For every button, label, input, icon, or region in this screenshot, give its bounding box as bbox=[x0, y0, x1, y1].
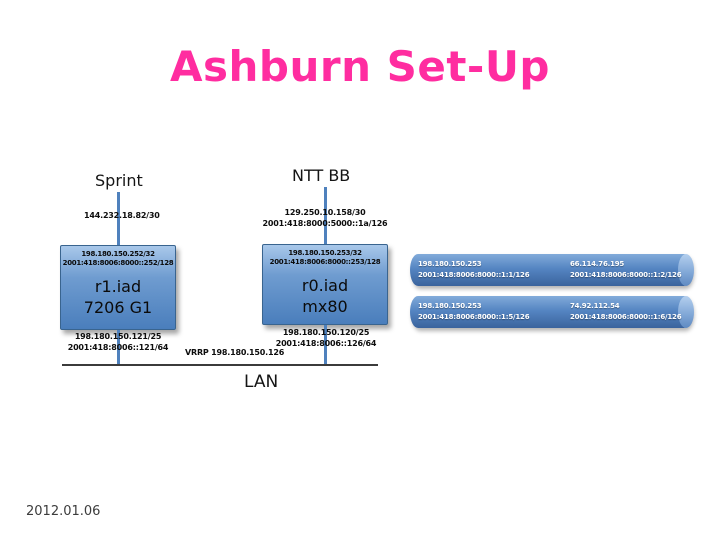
router-r0-hostname: r0.iad bbox=[301, 275, 349, 295]
r1-lan-ipv4: 198.180.150.121/25 bbox=[74, 332, 162, 341]
router-r0-loopback-v4: 198.180.150.253/32 bbox=[288, 249, 362, 257]
r1-lan-ip: 198.180.150.121/25 2001:418:8006::121/64 bbox=[62, 332, 174, 354]
tunnel-1-left-v4: 198.180.150.253 bbox=[418, 260, 482, 268]
router-r0-loopbacks: 198.180.150.253/32 2001:418:8006:8000::2… bbox=[263, 245, 387, 268]
slide-title: Ashburn Set-Up bbox=[169, 42, 551, 91]
tunnel-1-left-endpoint: 198.180.150.253 2001:418:8006:8000::1:1/… bbox=[418, 259, 530, 280]
lan-bus-line bbox=[62, 364, 378, 366]
r1-lan-ipv6: 2001:418:8006::121/64 bbox=[67, 342, 169, 352]
r0-lan-ipv6: 2001:418:8006::126/64 bbox=[275, 338, 377, 348]
tunnel-cylinder-1: 198.180.150.253 2001:418:8006:8000::1:1/… bbox=[410, 254, 694, 286]
slide-date: 2012.01.06 bbox=[26, 504, 101, 519]
router-r0-loopback-v6: 2001:418:8006:8000::253/128 bbox=[269, 258, 381, 267]
cylinder-end-cap bbox=[678, 254, 694, 286]
sprint-label: Sprint bbox=[95, 171, 143, 190]
cylinder-end-cap bbox=[678, 296, 694, 328]
r0-lan-ipv4: 198.180.150.120/25 bbox=[282, 328, 370, 337]
sprint-link-ip: 144.232.18.82/30 bbox=[84, 211, 160, 220]
tunnel-2-left-endpoint: 198.180.150.253 2001:418:8006:8000::1:5/… bbox=[418, 301, 530, 322]
router-r1-loopback-v4: 198.180.150.252/32 bbox=[81, 250, 155, 258]
ntt-link-ipv4: 129.250.10.158/30 bbox=[284, 208, 366, 217]
vrrp-label: VRRP 198.180.150.126 bbox=[185, 348, 285, 357]
tunnel-2-left-v6: 2001:418:8006:8000::1:5/126 bbox=[418, 312, 530, 321]
tunnel-1-right-v6: 2001:418:8006:8000::1:2/126 bbox=[570, 270, 682, 279]
lan-label: LAN bbox=[244, 372, 279, 392]
ntt-label: NTT BB bbox=[292, 166, 351, 185]
tunnel-2-right-endpoint: 74.92.112.54 2001:418:8006:8000::1:6/126 bbox=[570, 301, 682, 322]
router-r1-box: 198.180.150.252/32 2001:418:8006:8000::2… bbox=[60, 245, 176, 330]
sprint-uplink-line bbox=[117, 192, 120, 246]
r0-lan-line bbox=[324, 325, 327, 365]
router-r0-box: 198.180.150.253/32 2001:418:8006:8000::2… bbox=[262, 244, 388, 325]
tunnel-1-left-v6: 2001:418:8006:8000::1:1/126 bbox=[418, 270, 530, 279]
ntt-link-ipv6: 2001:418:8000:5000::1a/126 bbox=[262, 218, 388, 228]
tunnel-1-right-v4: 66.114.76.195 bbox=[570, 260, 625, 268]
tunnel-1-right-endpoint: 66.114.76.195 2001:418:8006:8000::1:2/12… bbox=[570, 259, 682, 280]
tunnel-2-left-v4: 198.180.150.253 bbox=[418, 302, 482, 310]
router-r1-loopback-v6: 2001:418:8006:8000::252/128 bbox=[62, 259, 174, 268]
router-r1-name: r1.iad 7206 G1 bbox=[61, 276, 175, 319]
router-r1-loopbacks: 198.180.150.252/32 2001:418:8006:8000::2… bbox=[61, 246, 175, 269]
tunnel-cylinder-2: 198.180.150.253 2001:418:8006:8000::1:5/… bbox=[410, 296, 694, 328]
router-r1-model: 7206 G1 bbox=[83, 298, 153, 318]
ntt-uplink-line bbox=[324, 187, 327, 245]
r1-lan-line bbox=[117, 330, 120, 365]
tunnel-2-right-v6: 2001:418:8006:8000::1:6/126 bbox=[570, 312, 682, 321]
ntt-link-ip: 129.250.10.158/30 2001:418:8000:5000::1a… bbox=[255, 208, 395, 230]
router-r0-model: mx80 bbox=[302, 297, 348, 317]
router-r1-hostname: r1.iad bbox=[94, 276, 142, 296]
router-r0-name: r0.iad mx80 bbox=[263, 275, 387, 318]
r0-lan-ip: 198.180.150.120/25 2001:418:8006::126/64 bbox=[272, 328, 380, 350]
tunnel-2-right-v4: 74.92.112.54 bbox=[570, 302, 620, 310]
